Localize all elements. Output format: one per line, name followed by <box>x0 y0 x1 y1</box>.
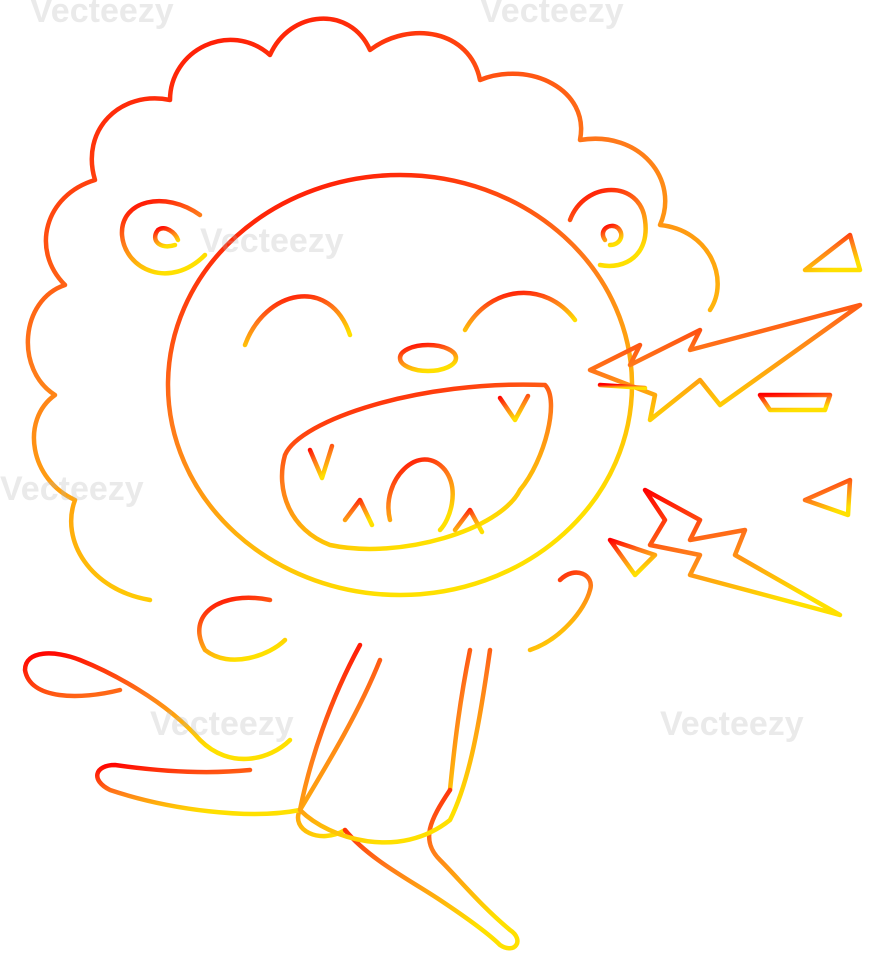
right-eye <box>462 290 578 333</box>
front-leg <box>342 787 520 951</box>
spark-4 <box>757 392 833 413</box>
left-arm <box>197 595 288 662</box>
right-ear <box>567 187 648 269</box>
left-eye <box>242 294 353 348</box>
mouth <box>279 382 554 552</box>
tooth-bottom2 <box>452 507 485 535</box>
tail <box>22 651 293 762</box>
tooth-right <box>497 393 531 423</box>
tooth-left <box>307 443 335 481</box>
mane <box>25 16 720 603</box>
back-leg <box>95 762 303 817</box>
left-ear-inner <box>152 226 181 249</box>
tongue <box>386 457 455 533</box>
spark-5 <box>597 382 648 391</box>
tooth-bottom <box>342 497 375 528</box>
nose <box>397 342 459 374</box>
head <box>165 172 635 598</box>
body-front <box>295 657 383 839</box>
lightning-top <box>587 302 863 423</box>
spark-2 <box>607 537 658 578</box>
body-back <box>447 647 473 793</box>
spark-1 <box>802 232 863 273</box>
right-ear-inner <box>600 223 624 248</box>
right-arm <box>527 570 593 653</box>
spark-3 <box>802 477 853 518</box>
torso <box>297 642 493 845</box>
left-ear <box>119 199 208 276</box>
lightning-bottom <box>642 487 843 618</box>
